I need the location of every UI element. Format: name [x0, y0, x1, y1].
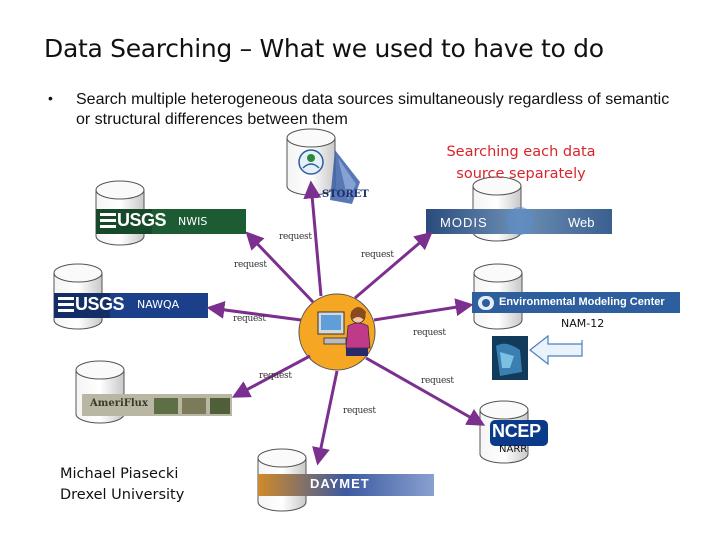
request-label-modis: request [361, 250, 394, 260]
nawqa-label: NAWQA [137, 298, 179, 311]
author-block: Michael Piasecki Drexel University [60, 464, 184, 506]
annotation-text: Searching each data source separately [430, 141, 612, 185]
storet-text: STORET [322, 189, 369, 200]
daymet-text: DAYMET [310, 476, 370, 491]
author-name: Michael Piasecki [60, 464, 184, 485]
annotation-line-2: source separately [430, 163, 612, 185]
nam12-label: NAM-12 [561, 317, 604, 330]
usgs-nawqa-text: USGS [75, 294, 124, 315]
callout-arrow [530, 336, 582, 364]
narr-label: NARR [499, 444, 527, 455]
ncep-text: NCEP [492, 421, 541, 442]
nwis-label: NWIS [178, 215, 207, 228]
modis-web-text: Web [568, 215, 595, 230]
request-label-nawqa: request [233, 314, 266, 324]
modis-text: MODIS [440, 215, 488, 230]
request-label-emc: request [413, 328, 446, 338]
request-label-storet: request [279, 232, 312, 242]
annotation-line-1: Searching each data [430, 141, 612, 163]
request-label-nwis: request [234, 260, 267, 270]
nam12-map-image [492, 336, 528, 380]
usgs-nwis-text: USGS [117, 210, 166, 231]
request-label-daymet: request [343, 406, 376, 416]
epa-logo [299, 150, 323, 174]
request-label-ncep: request [421, 376, 454, 386]
emc-text: Environmental Modeling Center [499, 296, 665, 308]
ameriflux-text: AmeriFlux [90, 398, 148, 409]
user-computer-icon [299, 294, 375, 370]
author-affiliation: Drexel University [60, 485, 184, 506]
request-label-ameriflux: request [259, 371, 292, 381]
